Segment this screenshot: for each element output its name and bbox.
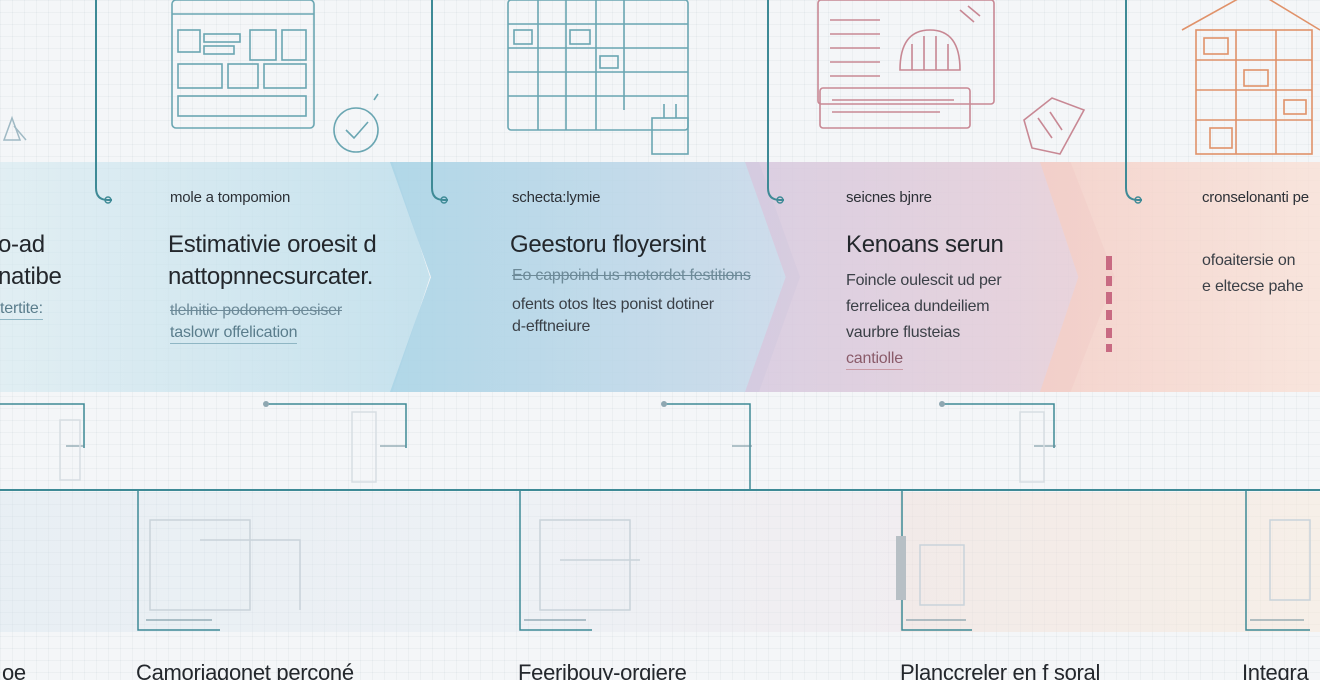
stage-0-heading-1: o-ad xyxy=(0,231,45,258)
stage-2-heading-1: Geestoru floyersint xyxy=(510,231,706,258)
bottom-label-0: oe xyxy=(2,660,26,680)
stage-3-sub-3: vaurbre flusteias xyxy=(846,324,960,341)
bottom-label-1: Camoriagonet perconé xyxy=(136,660,354,680)
lower-band-1 xyxy=(0,492,520,632)
tool-icon xyxy=(2,115,27,141)
stage-3-sub-1: Foincle oulescit ud per xyxy=(846,272,1002,289)
stage-4-sub-1: ofoaitersie on xyxy=(1202,252,1296,269)
stage-0-sub-1: tertite: xyxy=(0,298,43,320)
stage-band-1 xyxy=(0,162,430,392)
stage-3-sub-4: cantiolle xyxy=(846,348,903,370)
stage-1-heading-2: nattopnnecsurcater. xyxy=(168,263,374,290)
stage-0-heading-2: natibe xyxy=(0,263,62,290)
stage-3-heading-1: Kenoans serun xyxy=(846,231,1004,258)
stage-1-small-label: mole a tompomion xyxy=(170,189,291,206)
stage-2-sub-1: Eo cappoind us motordet festitions xyxy=(512,267,751,284)
stage-3-small-label: seicnes bjnre xyxy=(846,189,932,206)
stage-band-2 xyxy=(390,162,800,392)
lower-band-2 xyxy=(520,492,900,632)
bottom-label-3: Planccreler en f soral xyxy=(900,660,1101,680)
stage-2-sub-2: ofents otos ltes ponist dotiner xyxy=(512,296,714,313)
stage-1-sub-2: taslowr offelication xyxy=(170,322,298,344)
stage-1-sub-1: tlelnitie podonem oesiser xyxy=(170,302,342,319)
bottom-label-4: Integra xyxy=(1242,660,1309,680)
stage-3-sub-2: ferrelicea dundeiliem xyxy=(846,298,990,315)
stage-2-sub-3: d-efftneiure xyxy=(512,318,591,335)
stage-2-small-label: schecta:lymie xyxy=(512,189,601,206)
stage-4-sub-2: e eltecse pahe xyxy=(1202,278,1304,295)
stage-4-small-label: cronselonanti pe xyxy=(1202,189,1309,206)
stage-band-4 xyxy=(1040,162,1320,392)
lower-band-3 xyxy=(900,492,1320,632)
bottom-label-2: Feeribouy-orgiere xyxy=(518,660,687,680)
stage-1-heading-1: Estimativie oroesit d xyxy=(168,231,377,258)
